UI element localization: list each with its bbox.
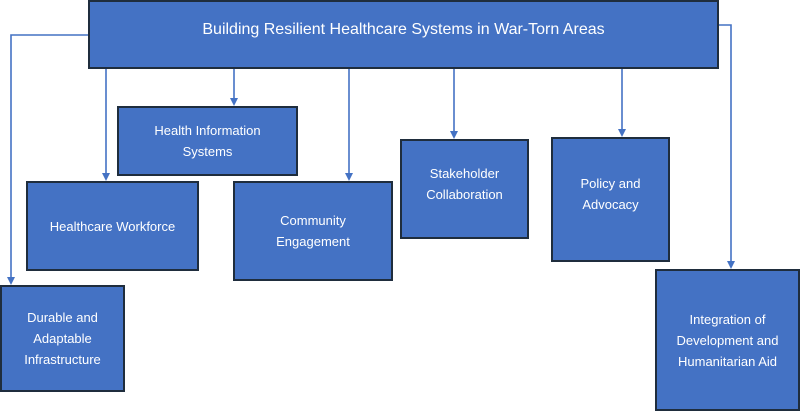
node-community-engagement: Community Engagement bbox=[233, 181, 393, 281]
node-label: Healthcare Workforce bbox=[49, 218, 176, 234]
node-durable-infrastructure: Durable and Adaptable Infrastructure bbox=[0, 285, 125, 392]
node-label: Durable and Adaptable Infrastructure bbox=[24, 310, 101, 367]
root-node: Building Resilient Healthcare Systems in… bbox=[88, 0, 719, 69]
node-integration-aid: Integration of Development and Humanitar… bbox=[655, 269, 800, 411]
connector-integration-aid bbox=[719, 24, 735, 269]
node-healthcare-workforce: Healthcare Workforce bbox=[26, 181, 199, 271]
node-label: Health Information Systems bbox=[154, 123, 261, 159]
node-health-information-systems: Health Information Systems bbox=[117, 106, 298, 176]
connector-durable-infrastructure bbox=[7, 34, 88, 285]
node-stakeholder-collaboration: Stakeholder Collaboration bbox=[400, 139, 529, 239]
root-node-label: Building Resilient Healthcare Systems in… bbox=[202, 21, 605, 38]
node-policy-and-advocacy: Policy and Advocacy bbox=[551, 137, 670, 262]
node-label: Stakeholder Collaboration bbox=[426, 166, 503, 202]
node-label: Policy and Advocacy bbox=[580, 176, 641, 212]
node-label: Integration of Development and Humanitar… bbox=[676, 311, 779, 369]
node-label: Community Engagement bbox=[276, 213, 350, 249]
